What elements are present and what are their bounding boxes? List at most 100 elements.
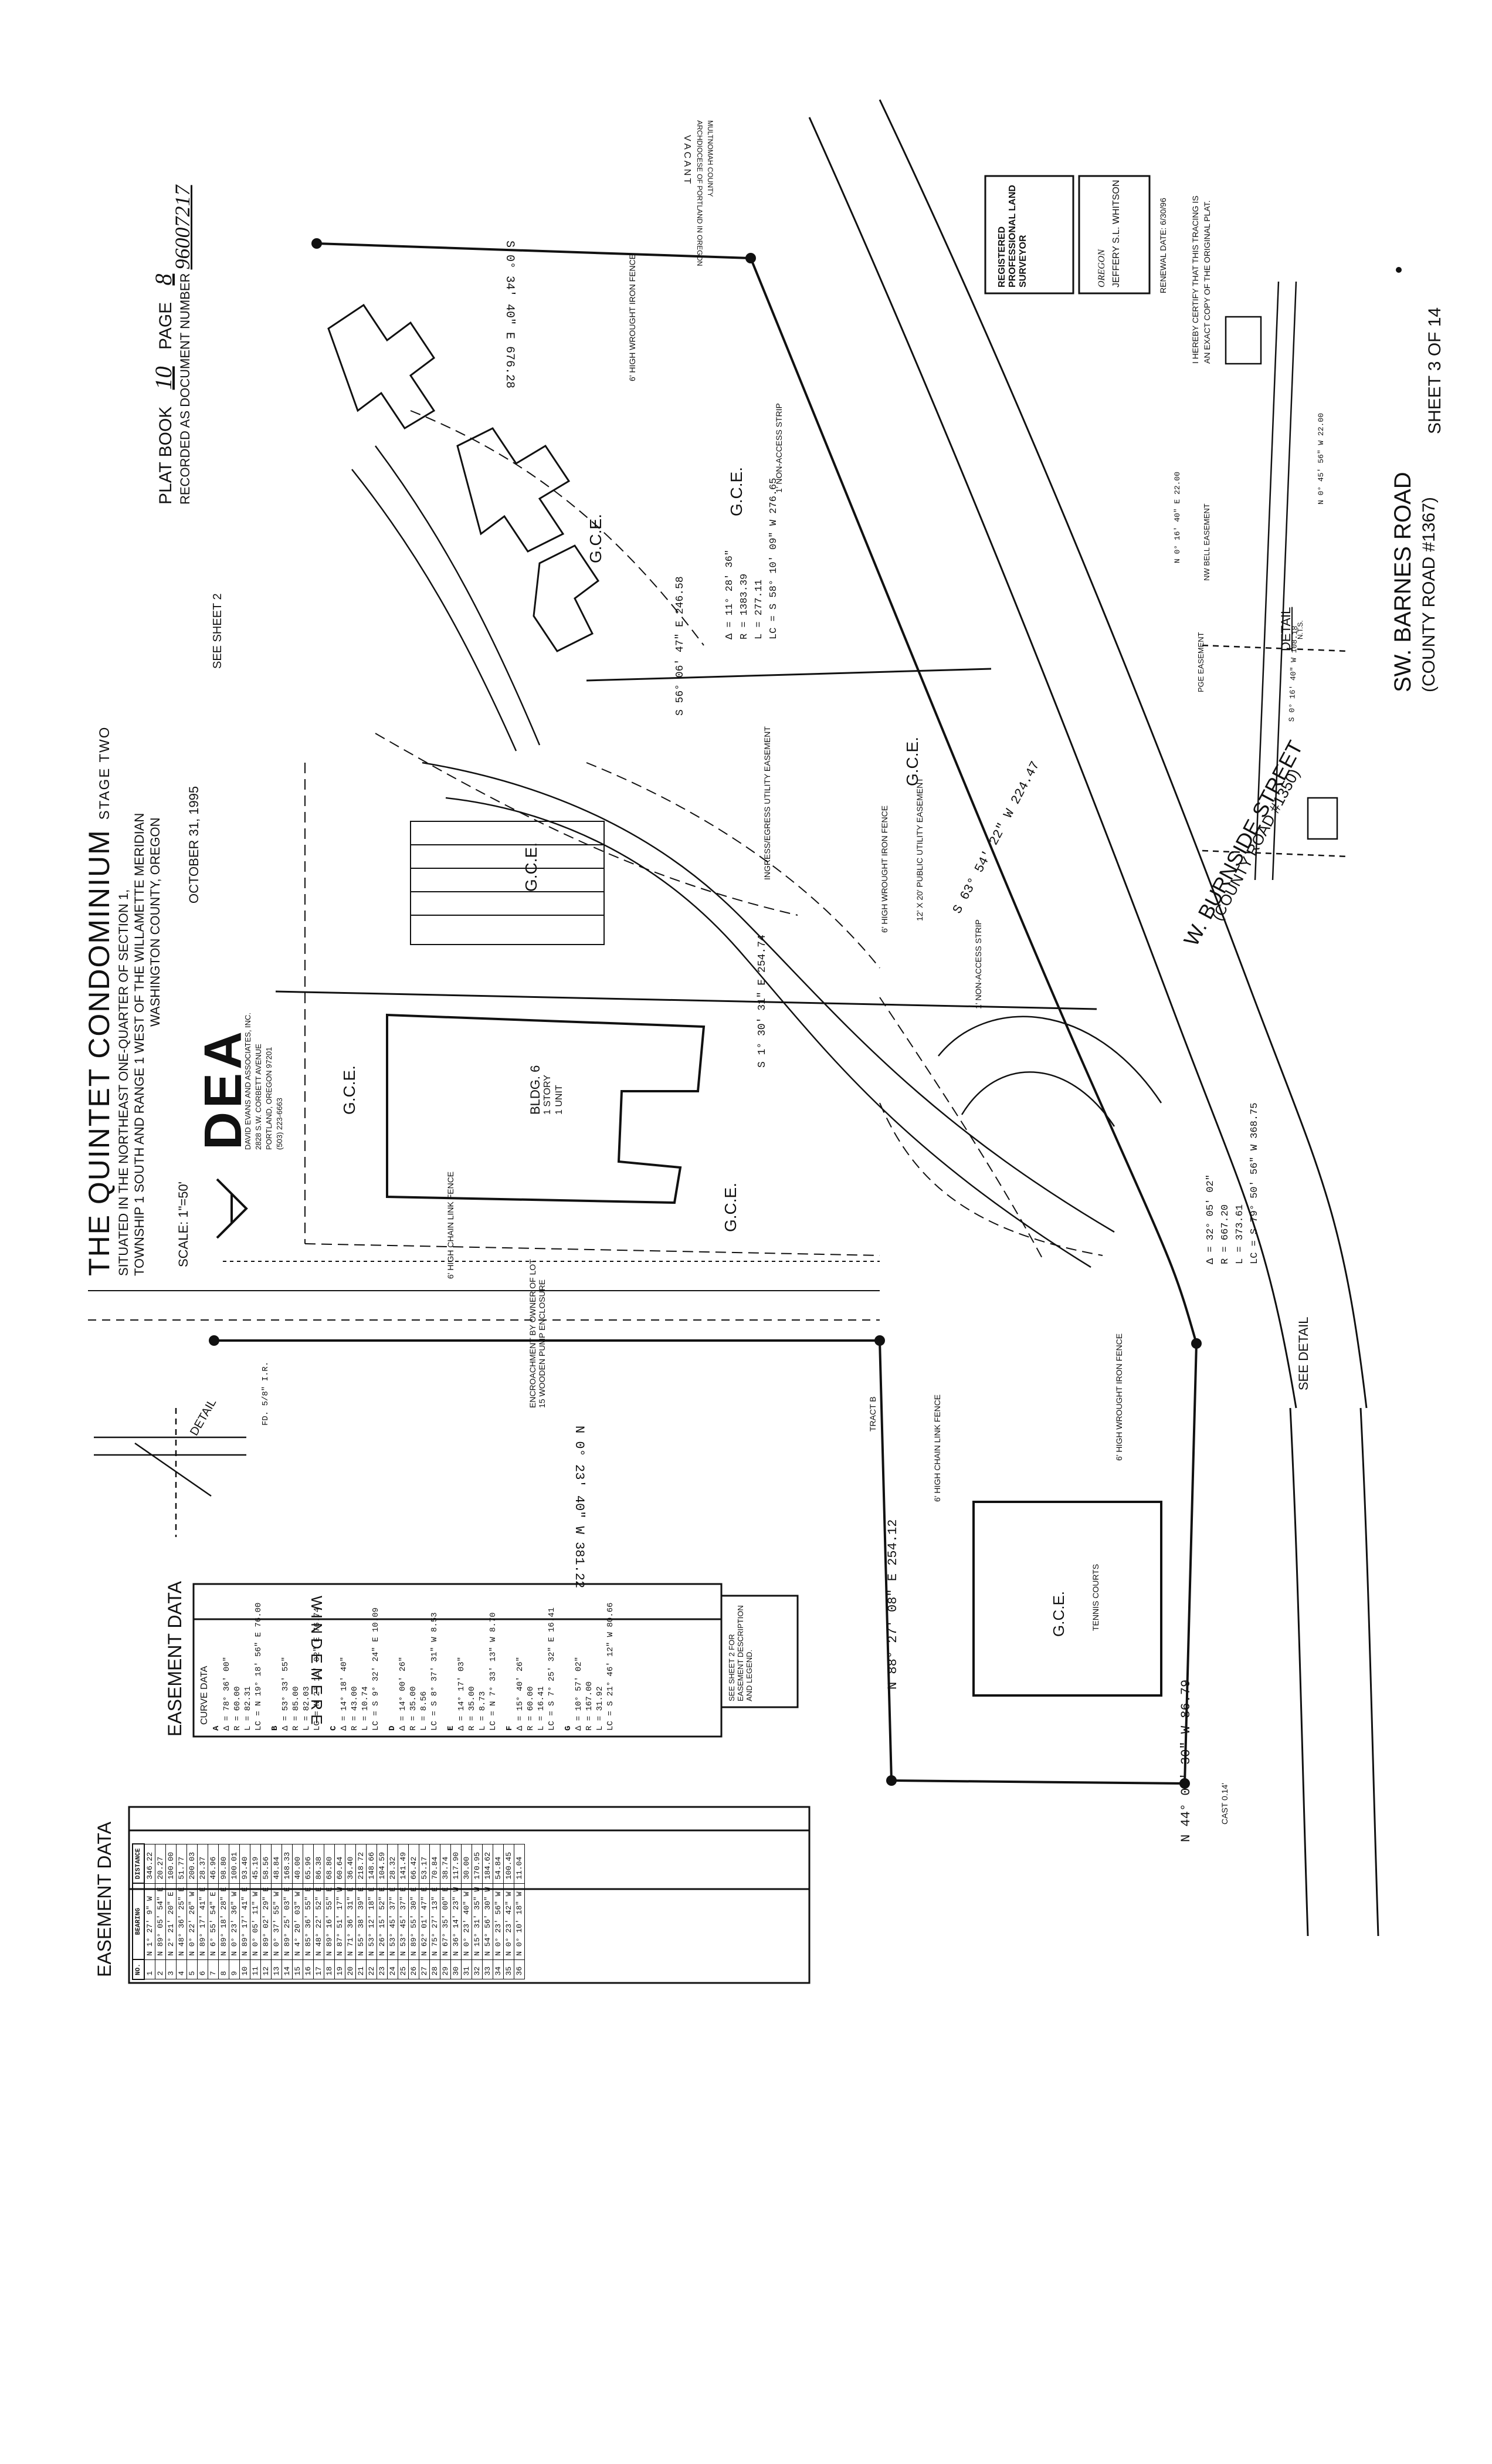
table-cell: 184.62 xyxy=(482,1844,493,1884)
easement-header-cell: NO. xyxy=(133,1959,144,1979)
table-cell: 10 xyxy=(239,1959,250,1979)
table-cell: N 89° 05' 54" E xyxy=(155,1883,166,1960)
table-cell: 4 xyxy=(176,1959,187,1979)
curve-r: R = 167.00 xyxy=(585,1681,594,1731)
gce-label-right: G.C.E. xyxy=(727,466,745,516)
table-cell: N 48° 36' 25" E xyxy=(176,1883,187,1960)
easement-table-frame xyxy=(128,1806,811,1984)
table-cell: 28.32 xyxy=(387,1844,398,1884)
stamp-title: REGISTERED PROFESSIONAL LAND SURVEYOR xyxy=(997,185,1028,287)
table-cell: 200.03 xyxy=(186,1844,198,1884)
curve2-l: L = 373.61 xyxy=(1235,1204,1246,1264)
table-cell: 98.80 xyxy=(218,1844,229,1884)
table-cell: N 89° 17' 41" E xyxy=(197,1883,208,1960)
firm-name: DAVID EVANS AND ASSOCIATES, INC. xyxy=(243,1012,252,1150)
curve2-lc: LC = S 79° 50' 56" W 368.75 xyxy=(1249,1102,1260,1264)
table-cell: 346.22 xyxy=(144,1844,155,1884)
table-cell: N 53° 45' 37" E xyxy=(387,1883,398,1960)
curve-l: L = 8.73 xyxy=(478,1691,487,1731)
curve2-delta: Δ = 32° 05' 02" xyxy=(1205,1174,1216,1264)
gce-label-south: G.C.E. xyxy=(721,1182,740,1232)
curve-lc: LC = S 21° 46' 12" W 80.66 xyxy=(606,1602,615,1731)
easement-lines xyxy=(304,410,1103,1262)
top-line: S 0° 34' 40" E 676.28 xyxy=(503,241,516,389)
south-line: N 88° 27' 08" E 254.12 xyxy=(886,1519,900,1690)
table-cell: 168.33 xyxy=(282,1844,293,1884)
note-box xyxy=(720,1595,799,1708)
recorded-line: RECORDED AS DOCUMENT NUMBER 96007217 xyxy=(170,185,195,505)
easement-header-cell: BEARING xyxy=(133,1883,144,1960)
table-cell: 6 xyxy=(197,1959,208,1979)
plat-title: THE QUINTET CONDOMINIUM xyxy=(83,829,116,1276)
table-cell: 66.42 xyxy=(408,1844,419,1884)
firm-address-1: 2828 S.W. CORBETT AVENUE xyxy=(254,1044,263,1150)
table-cell: N 75° 27' 13" E xyxy=(429,1883,440,1960)
parking-lot xyxy=(410,821,605,945)
monuments xyxy=(209,238,1202,1789)
cert-line-1: I HEREBY CERTIFY THAT THIS TRACING IS xyxy=(1191,195,1200,364)
plat-stage: STAGE TWO xyxy=(97,726,113,820)
curve-l: L = 16.41 xyxy=(537,1686,546,1731)
vacant-owner-1: ARCHDIOCESE OF PORTLAND IN OREGON xyxy=(696,120,704,266)
table-cell: 70.84 xyxy=(429,1844,440,1884)
table-cell: 31 xyxy=(461,1959,472,1979)
ingress-label: INGRESS/EGRESS UTILITY EASEMENT xyxy=(762,726,772,880)
table-cell: 48.84 xyxy=(271,1844,282,1884)
curve1-r: R = 1383.39 xyxy=(739,573,750,639)
non-access-south: 1' NON-ACCESS STRIP xyxy=(974,919,983,1009)
table-cell: 51.77 xyxy=(176,1844,187,1884)
table-cell: 11.04 xyxy=(514,1844,525,1884)
curve1-lc: LC = S 58° 10' 09" W 276.65 xyxy=(768,478,779,639)
north-arrow xyxy=(216,1178,248,1239)
table-cell: N 55° 38' 39" E xyxy=(355,1883,367,1960)
gce-label-west: G.C.E. xyxy=(340,1065,358,1115)
curve-lc: LC = N 19° 18' 56" E 76.00 xyxy=(254,1602,263,1731)
table-cell: 5 xyxy=(186,1959,198,1979)
curve1-l: L = 277.11 xyxy=(754,579,765,639)
table-cell: N 89° 16' 55" E xyxy=(324,1883,335,1960)
title-line: THE QUINTET CONDOMINIUM STAGE TWO xyxy=(82,726,116,1276)
curve-l: L = 31.92 xyxy=(595,1686,605,1731)
curve-table-subtitle: CURVE DATA xyxy=(199,1666,209,1725)
table-cell: 15 xyxy=(292,1959,303,1979)
table-cell: 35 xyxy=(503,1959,514,1979)
table-cell: 14 xyxy=(282,1959,293,1979)
gce-label-upper: G.C.E. xyxy=(586,513,605,563)
curve-r: R = 35.00 xyxy=(409,1686,418,1731)
curve2-r: R = 667.20 xyxy=(1220,1204,1231,1264)
table-cell: 100.45 xyxy=(503,1844,514,1884)
table-cell: N 53° 12' 18" E xyxy=(366,1883,377,1960)
north-line: S 1° 30' 31" E 254.74 xyxy=(757,935,768,1068)
table-cell: 148.66 xyxy=(366,1844,377,1884)
table-cell: 68.80 xyxy=(324,1844,335,1884)
table-cell: 8 xyxy=(218,1959,229,1979)
table-cell: N 85° 36' 55" E xyxy=(303,1883,314,1960)
table-cell: 93.40 xyxy=(239,1844,250,1884)
encroachment-label: ENCROACHMENT BY OWNER OF LOT 15 WOODEN P… xyxy=(528,1259,547,1408)
curve1-delta: Δ = 11° 28' 36" xyxy=(724,549,735,639)
table-cell: 60.64 xyxy=(334,1844,345,1884)
sheet-dot xyxy=(1396,267,1402,273)
table-cell: 65.96 xyxy=(303,1844,314,1884)
table-cell: 16 xyxy=(303,1959,314,1979)
detail-pge: PGE EASEMENT xyxy=(1196,632,1205,692)
table-cell: 23 xyxy=(377,1959,388,1979)
table-cell: N 2° 21' 20" E xyxy=(165,1883,177,1960)
